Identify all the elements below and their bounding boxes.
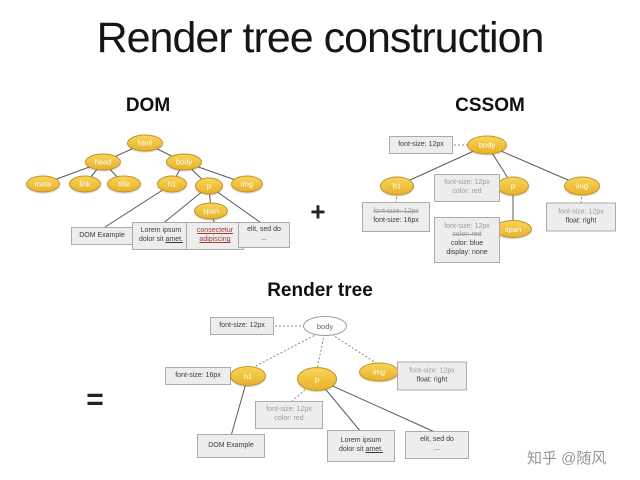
text-line: Lorem ipsum	[140, 227, 182, 235]
dom-node-html: html	[127, 134, 163, 152]
dom-box-dom-example: DOM Example	[71, 227, 133, 245]
render-tree-edges	[228, 325, 438, 437]
dom-box-lorem: Lorem ipsum dolor sit amet.	[132, 222, 190, 250]
text-line: dolor sit amet.	[339, 446, 383, 453]
cssom-heading: CSSOM	[455, 95, 525, 116]
cssom-box-h1-style: font-size: 12px font-size: 16px	[362, 202, 430, 232]
cssom-box-p-style: font-size: 12px color: red	[434, 174, 500, 202]
text-line: color: red	[274, 415, 304, 422]
render-tree-heading: Render tree	[267, 280, 373, 301]
render-box-body-style: font-size: 12px	[210, 317, 274, 335]
dom-node-body: body	[166, 153, 202, 171]
text-line: color: red	[452, 188, 482, 195]
page-title: Render tree construction	[96, 14, 545, 62]
cssom-node-body: body	[467, 135, 507, 155]
text-line: elit, sed do	[247, 226, 281, 234]
text-line: Lorem ipsum	[340, 437, 382, 445]
text-line: font-size: 12px	[398, 140, 444, 148]
text-line: ...	[434, 445, 440, 452]
render-node-body: body	[303, 316, 347, 336]
dom-node-title: title	[107, 175, 141, 193]
text-line: font-size: 12px	[373, 208, 419, 216]
cssom-box-span-style: font-size: 12px color: red color: blue d…	[434, 217, 500, 263]
render-box-h1-style: font-size: 16px	[165, 367, 231, 385]
watermark: 知乎 @随风	[527, 450, 607, 467]
text-line: color: red	[452, 231, 482, 239]
render-node-h1: h1	[230, 366, 266, 386]
equals-operator: =	[86, 383, 104, 416]
dom-box-elit: elit, sed do ...	[238, 222, 290, 248]
dom-node-p: p	[195, 177, 223, 195]
dom-node-link: link	[69, 175, 101, 193]
text-line: color: blue	[450, 240, 484, 247]
text-line: DOM Example	[79, 231, 125, 239]
render-node-img: img	[359, 362, 399, 382]
text-line: float: right	[565, 217, 597, 224]
plus-operator: +	[310, 196, 326, 227]
dom-node-span: span	[194, 202, 228, 220]
cssom-box-img-style: font-size: 12px float: right	[546, 202, 616, 232]
dom-box-consectetur: consectetur adipiscing	[186, 222, 244, 250]
text-line: DOM Example	[208, 441, 254, 449]
dom-node-h1: h1	[157, 175, 187, 193]
text-line: font-size: 12px	[266, 406, 312, 414]
render-box-img-style: font-size: 12px float: right	[397, 361, 467, 391]
text-line: adipiscing	[199, 236, 231, 243]
render-box-p-style: font-size: 12px color: red	[255, 401, 323, 429]
dom-node-img: img	[231, 175, 263, 193]
text-line: font-size: 16px	[175, 371, 221, 379]
render-box-dom-example: DOM Example	[197, 434, 265, 458]
text-line: font-size: 12px	[444, 179, 490, 187]
text-line: ...	[261, 235, 267, 242]
dom-node-meta: meta	[26, 175, 60, 193]
text-line: display: none	[446, 248, 488, 256]
cssom-node-p: p	[497, 176, 529, 196]
text-line: font-size: 16px	[373, 217, 419, 224]
render-box-elit: elit, sed do ...	[405, 431, 469, 459]
dom-heading: DOM	[125, 95, 171, 116]
cssom-node-img: img	[564, 176, 600, 196]
dom-node-head: head	[85, 153, 121, 171]
render-box-lorem: Lorem ipsum dolor sit amet.	[327, 430, 395, 462]
text-line: font-size: 12px	[409, 367, 455, 375]
text-line: font-size: 12px	[219, 321, 265, 329]
text-line: font-size: 12px	[558, 208, 604, 216]
render-node-p: p	[297, 367, 337, 391]
text-line: consectetur	[196, 227, 234, 235]
text-line: dolor sit amet.	[139, 236, 183, 243]
text-line: float: right	[416, 376, 448, 383]
text-line: font-size: 12px	[444, 222, 490, 230]
cssom-node-h1: h1	[380, 176, 414, 196]
cssom-box-body-style: font-size: 12px	[389, 136, 453, 154]
text-line: elit, sed do	[420, 436, 454, 444]
